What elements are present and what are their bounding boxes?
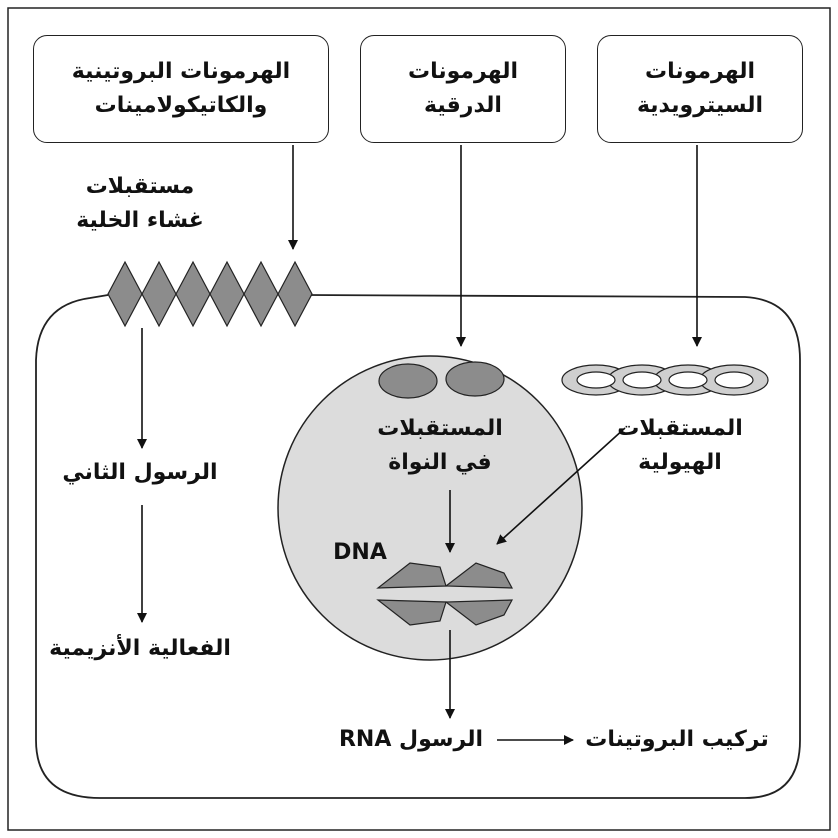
dna-label: DNA (333, 540, 387, 565)
protein-hormones-label: الهرمونات البروتينية والكاتيكولامينات (71, 59, 291, 118)
steroid-hormones-label: الهرمونات السيترويدية (636, 59, 764, 118)
membrane-receptor (175, 260, 211, 328)
second-messenger-label: الرسول الثاني (62, 460, 218, 485)
membrane-receptor (243, 260, 279, 328)
protein-hormones-box: الهرمونات البروتينية والكاتيكولامينات (33, 35, 329, 143)
cell-outline (35, 294, 801, 799)
membrane-receptor (107, 260, 143, 328)
dna-unit (376, 562, 447, 589)
arrow-cytoplasmic-to-dna (496, 427, 626, 545)
nuclear-receptors-label: المستقبلات في النواة (377, 416, 503, 475)
enzymatic-activity-label: الفعالية الأنزيمية (49, 636, 231, 661)
dna-unit (376, 599, 447, 626)
thyroid-hormones-label: الهرمونات الدرقية (407, 59, 519, 118)
steroid-hormones-box: الهرمونات السيترويدية (597, 35, 803, 143)
cytoplasmic-receptors-label: المستقبلات الهيولية (617, 416, 743, 475)
nuclear-receptor (378, 363, 438, 399)
dna-unit (444, 599, 514, 626)
membrane-receptor (141, 260, 177, 328)
dna-unit (444, 562, 514, 589)
thyroid-hormones-box: الهرمونات الدرقية (360, 35, 566, 143)
outer-frame (7, 7, 831, 831)
nuclear-receptors (378, 361, 505, 399)
membrane-receptor (277, 260, 313, 328)
membrane-receptors (107, 260, 313, 328)
membrane-receptors-label: مستقبلات غشاء الخلية (76, 174, 204, 233)
rna-messenger-label: الرسول RNA (338, 727, 484, 752)
cytoplasmic-receptors (561, 364, 769, 396)
dna-complex (376, 562, 514, 626)
nuclear-receptor (445, 361, 505, 397)
protein-synthesis-label: تركيب البروتينات (585, 727, 769, 752)
membrane-receptor (209, 260, 245, 328)
